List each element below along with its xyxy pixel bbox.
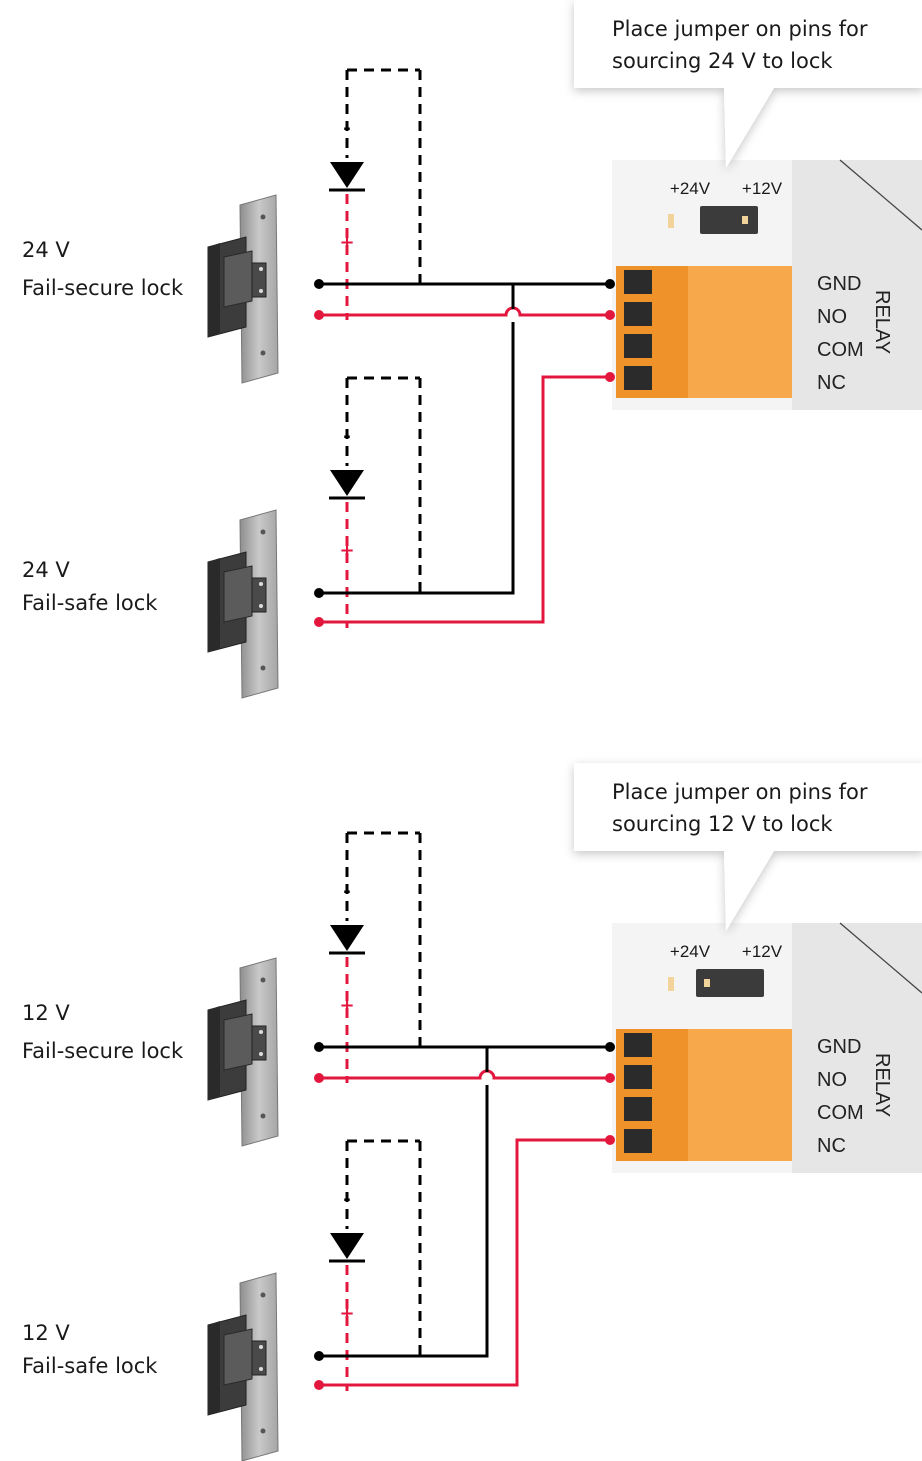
terminal-label-no: NO	[817, 306, 847, 328]
section-2: +24V +12V GND NO COM NC RELAY Place jumper on p…	[22, 763, 922, 1461]
wire-no	[319, 1069, 610, 1080]
terminal-screw	[624, 1065, 652, 1089]
callout-line-2: sourcing 12 V to lock	[612, 812, 833, 836]
diode-plus-label: +	[339, 232, 354, 253]
jumper-label-24v: +24V	[670, 179, 711, 198]
lock-image-fail-secure	[207, 957, 279, 1147]
terminal-label-no: NO	[817, 1069, 847, 1091]
terminal-label-nc: NC	[817, 1135, 846, 1157]
callout-line-1: Place jumper on pins for	[612, 780, 868, 804]
relay-board: +24V +12V GND NO COM NC RELAY	[612, 159, 922, 410]
wire-nc	[319, 375, 610, 624]
diode-minus-label: -	[343, 881, 350, 902]
terminal-screw	[624, 366, 652, 390]
lock-voltage-label: 24 V	[22, 558, 70, 582]
diode-minus-label: -	[343, 1189, 350, 1210]
jumper-callout: Place jumper on pins for sourcing 24 V to…	[574, 0, 922, 168]
diode-icon	[330, 470, 364, 496]
lock-voltage-label: 12 V	[22, 1321, 70, 1345]
lock-type-label: Fail-safe lock	[22, 591, 158, 615]
diode-icon	[330, 925, 364, 951]
diode-fail-safe: -	[329, 378, 365, 628]
wire-no	[319, 306, 610, 317]
jumper-label-12v: +12V	[742, 942, 783, 961]
terminal-screw	[624, 1097, 652, 1121]
section-1: +24V +12V GND NO COM NC RELAY Place jumper on p…	[22, 0, 922, 699]
terminal-label-gnd: GND	[817, 273, 861, 295]
wire-gnd-2	[319, 1047, 489, 1358]
diode-plus-label: +	[339, 1303, 354, 1324]
relay-panel	[792, 923, 922, 1173]
diode-fail-safe: -	[329, 1141, 365, 1391]
jumper-block	[700, 206, 758, 234]
relay-label: RELAY	[871, 290, 893, 354]
relay-board: +24V +12V GND NO COM NC RELAY	[612, 922, 922, 1173]
jumper-label-12v: +12V	[742, 179, 783, 198]
terminal-screw	[624, 334, 652, 358]
wire-nc	[319, 1138, 610, 1387]
callout-box	[574, 763, 922, 931]
diode-plus-label: +	[339, 995, 354, 1016]
terminal-screw	[624, 302, 652, 326]
terminal-label-com: COM	[817, 339, 864, 361]
relay-label: RELAY	[871, 1053, 893, 1117]
terminal-screw	[624, 1033, 652, 1057]
jumper-pin	[668, 214, 674, 228]
lock-image-fail-safe	[207, 509, 279, 699]
lock-type-label: Fail-secure lock	[22, 1039, 184, 1063]
diode-minus-label: -	[343, 118, 350, 139]
terminal-label-nc: NC	[817, 372, 846, 394]
jumper-block	[696, 969, 764, 997]
terminal-label-gnd: GND	[817, 1036, 861, 1058]
jumper-pin	[668, 977, 674, 991]
callout-line-2: sourcing 24 V to lock	[612, 49, 833, 73]
diode-minus-label: -	[343, 426, 350, 447]
jumper-callout: Place jumper on pins for sourcing 12 V to…	[574, 763, 922, 931]
diode-fail-secure: -	[329, 833, 365, 1083]
terminal-screw	[624, 270, 652, 294]
terminal-screw	[624, 1129, 652, 1153]
lock-voltage-label: 24 V	[22, 238, 70, 262]
wire-gnd-2	[319, 284, 515, 595]
relay-panel	[792, 160, 922, 410]
lock-type-label: Fail-secure lock	[22, 276, 184, 300]
jumper-label-24v: +24V	[670, 942, 711, 961]
terminal-label-com: COM	[817, 1102, 864, 1124]
lock-image-fail-secure	[207, 194, 279, 384]
callout-box	[574, 0, 922, 168]
lock-voltage-label: 12 V	[22, 1001, 70, 1025]
lock-type-label: Fail-safe lock	[22, 1354, 158, 1378]
diode-plus-label: +	[339, 540, 354, 561]
callout-line-1: Place jumper on pins for	[612, 17, 868, 41]
diode-icon	[330, 1233, 364, 1259]
diode-icon	[330, 162, 364, 188]
lock-image-fail-safe	[207, 1272, 279, 1461]
diode-fail-secure: -	[329, 70, 365, 320]
